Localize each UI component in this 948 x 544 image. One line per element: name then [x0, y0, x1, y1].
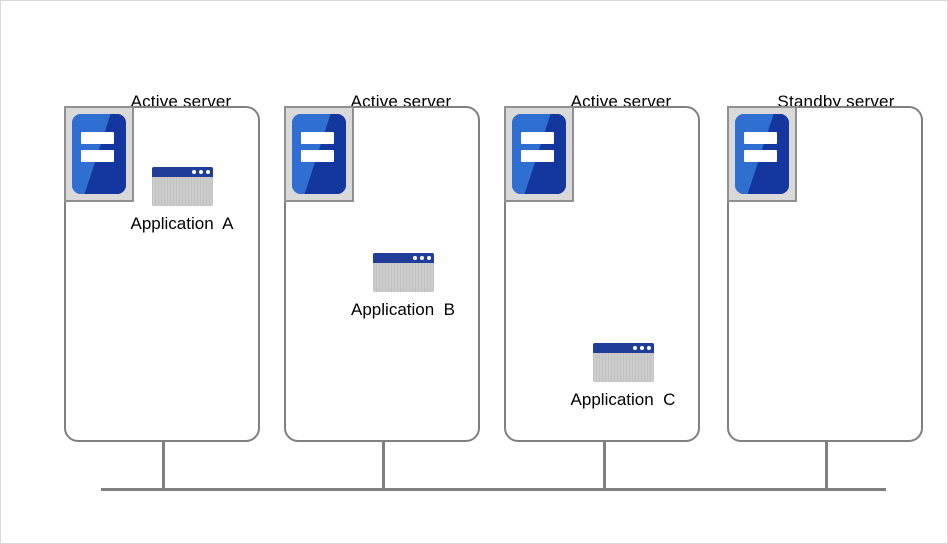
server-icon-bar-bottom — [743, 150, 778, 162]
server-icon-glyph — [292, 114, 346, 194]
application-window-icon[interactable] — [152, 167, 213, 206]
server-icon-bar-top — [80, 131, 115, 144]
window-dot-icon — [413, 256, 417, 260]
server-icon — [727, 106, 797, 202]
window-dot-icon — [640, 346, 644, 350]
window-dot-icon — [420, 256, 424, 260]
server-icon-bar-top — [300, 131, 335, 144]
server-icon-glyph — [735, 114, 789, 194]
application-label: Application C — [570, 390, 676, 409]
application-window-titlebar — [593, 343, 654, 353]
application-window-titlebar — [152, 167, 213, 177]
server-icon — [64, 106, 134, 202]
server-network-connector — [825, 440, 828, 490]
application-window-body — [373, 263, 434, 292]
application-label: Application A — [130, 214, 234, 233]
server-icon-bar-bottom — [520, 150, 555, 162]
window-dot-icon — [206, 170, 210, 174]
application-window-body — [593, 353, 654, 382]
window-dot-icon — [647, 346, 651, 350]
server-network-connector — [603, 440, 606, 490]
server-icon-bar-bottom — [300, 150, 335, 162]
application-window-icon[interactable] — [593, 343, 654, 382]
server-icon — [504, 106, 574, 202]
application-window-icon[interactable] — [373, 253, 434, 292]
server-network-connector — [162, 440, 165, 490]
application-label: Application B — [351, 300, 455, 319]
server-icon-bar-bottom — [80, 150, 115, 162]
window-dot-icon — [633, 346, 637, 350]
window-dot-icon — [192, 170, 196, 174]
window-dot-icon — [199, 170, 203, 174]
server-icon-glyph — [72, 114, 126, 194]
window-dot-icon — [427, 256, 431, 260]
server-icon — [284, 106, 354, 202]
network-bus-line — [101, 488, 886, 491]
application-window-titlebar — [373, 253, 434, 263]
application-window-body — [152, 177, 213, 206]
server-icon-bar-top — [520, 131, 555, 144]
server-icon-bar-top — [743, 131, 778, 144]
server-network-connector — [382, 440, 385, 490]
server-icon-glyph — [512, 114, 566, 194]
